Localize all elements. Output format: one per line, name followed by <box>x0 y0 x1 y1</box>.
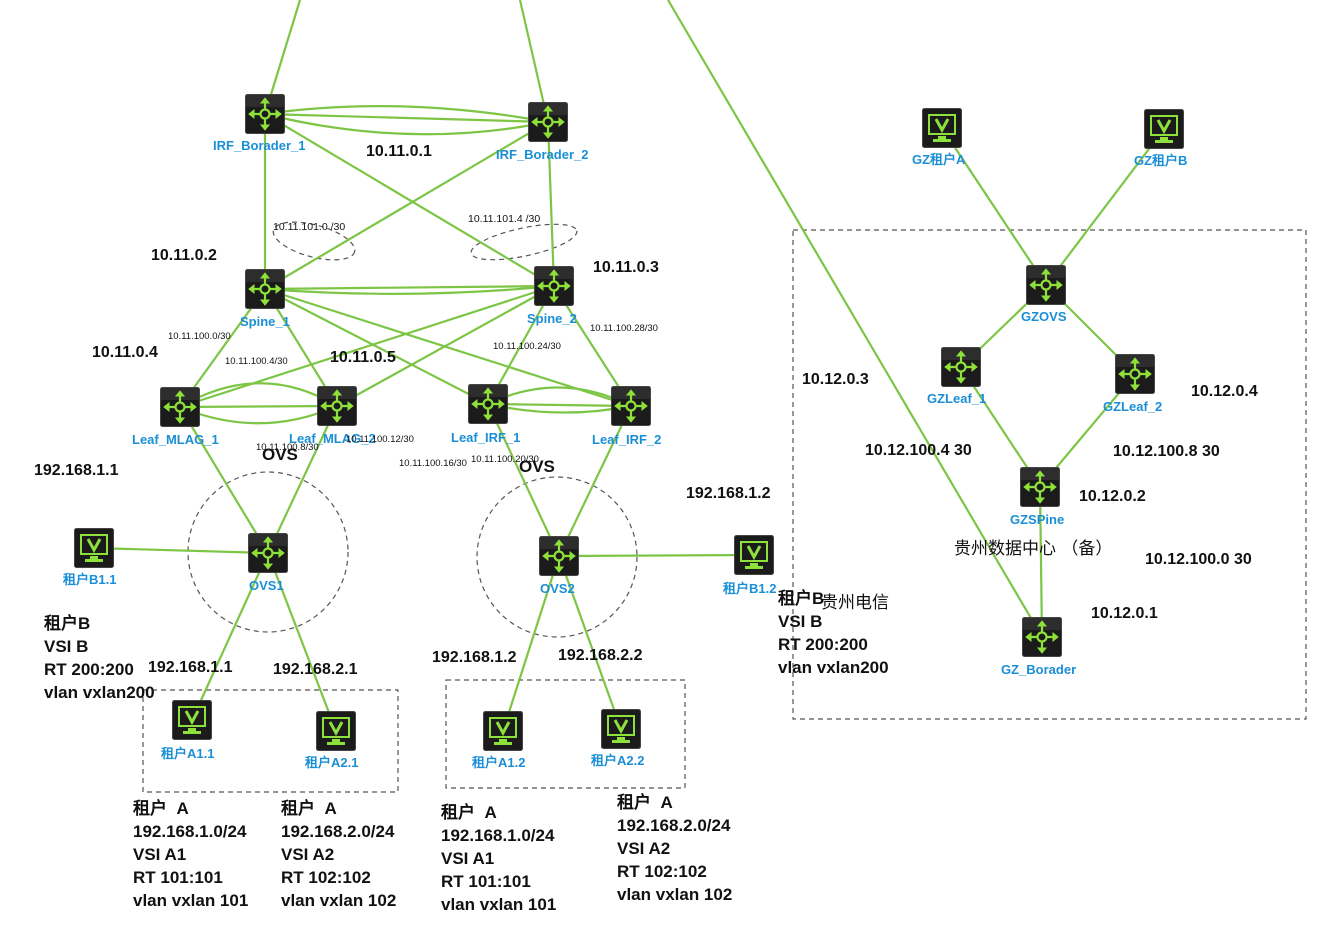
ovs2-circle <box>476 476 638 638</box>
leaf-irf-2-switch-icon <box>611 386 651 426</box>
label-spine-1: Spine_1 <box>240 314 290 329</box>
ovs-label-right: OVS <box>519 457 555 476</box>
addr-ovs1-a11: 192.168.1.1 <box>148 659 233 676</box>
addr-spine-1: 10.11.0.2 <box>151 247 217 264</box>
region-boxes <box>142 221 1307 793</box>
ovs1-circle <box>187 471 349 633</box>
addr-gz-leaf-1: 10.12.0.3 <box>802 371 869 388</box>
tenant-info-a1-right: 租户 A 192.168.1.0/24 VSI A1 RT 101:101 vl… <box>441 803 557 914</box>
tenant-b12-pc-icon <box>734 535 774 575</box>
ovs1-switch-icon <box>248 533 288 573</box>
spine-1-switch-icon <box>245 269 285 309</box>
irf-ring-2 <box>470 223 578 261</box>
tenant-a11-pc-icon <box>172 700 212 740</box>
ovs-label-left: OVS <box>262 445 298 464</box>
label-gzspine: GZSPine <box>1010 512 1065 527</box>
subnet-100-12: 10.11.100.12/30 <box>346 434 414 445</box>
irf-border-1-switch-icon <box>245 94 285 134</box>
label-irf-border-2: IRF_Borader_2 <box>496 147 589 162</box>
label-irf-border-1: IRF_Borader_1 <box>213 138 306 153</box>
tenant-a12-pc-icon <box>483 711 523 751</box>
leaf-mlag-1-switch-icon <box>160 387 200 427</box>
label-gzleaf-1: GZLeaf_1 <box>927 391 987 406</box>
gzleaf-2-switch-icon <box>1115 354 1155 394</box>
label-gz-tenant-b: GZ租户B <box>1134 153 1188 168</box>
gzleaf-1-switch-icon <box>941 347 981 387</box>
subnet-100-24: 10.11.100.24/30 <box>493 341 561 352</box>
gzovs-switch-icon <box>1026 265 1066 305</box>
label-tenant-a11: 租户A1.1 <box>161 746 215 761</box>
subnet-100-28: 10.11.100.28/30 <box>590 323 658 334</box>
addr-irf-border: 10.11.0.1 <box>366 143 432 160</box>
tenant-info-b-left: 租户B VSI B RT 200:200 vlan vxlan200 <box>44 614 155 702</box>
label-gzleaf-2: GZLeaf_2 <box>1103 399 1163 414</box>
tenant-a21-pc-icon <box>316 711 356 751</box>
label-leaf-irf-2: Leaf_IRF_2 <box>592 432 662 447</box>
links <box>93 0 1165 732</box>
irf-ring-1 <box>272 221 356 261</box>
label-tenant-b12: 租户B1.2 <box>723 581 777 596</box>
label-tenant-b11: 租户B1.1 <box>63 572 117 587</box>
subnet-100-16: 10.11.100.16/30 <box>399 458 467 469</box>
addr-ovs1-left: 192.168.1.1 <box>34 462 119 479</box>
tenant-info-a2-right: 租户 A 192.168.2.0/24 VSI A2 RT 102:102 vl… <box>617 793 733 904</box>
gz-tenant-a-pc-icon <box>922 108 962 148</box>
tenant-info-a2-left: 租户 A 192.168.2.0/24 VSI A2 RT 102:102 vl… <box>281 799 397 910</box>
addr-gz-link-3: 10.12.100.0 30 <box>1145 551 1252 568</box>
tenant-info-b-right: 租户B VSI B RT 200:200 vlan vxlan200 <box>778 589 889 677</box>
gz-border-switch-icon <box>1022 617 1062 657</box>
tenant-b11-pc-icon <box>74 528 114 568</box>
label-gz-border: GZ_Borader <box>1001 662 1077 677</box>
label-tenant-a12: 租户A1.2 <box>472 755 526 770</box>
leaf-mlag-2-switch-icon <box>317 386 357 426</box>
gz-tenant-b-pc-icon <box>1144 109 1184 149</box>
region-guizhou-telecom: 贵州电信 <box>821 593 889 613</box>
guizhou-dc-box <box>792 229 1307 720</box>
irf-border-2-switch-icon <box>528 102 568 142</box>
addr-gz-leaf-2: 10.12.0.4 <box>1191 383 1258 400</box>
gzspine-switch-icon <box>1020 467 1060 507</box>
subnet-101-0: 10.11.101.0 /30 <box>273 221 346 233</box>
addr-gz-border: 10.12.0.1 <box>1091 605 1158 622</box>
label-tenant-a22: 租户A2.2 <box>591 753 645 768</box>
subnet-101-4: 10.11.101.4 /30 <box>468 213 541 225</box>
subnet-100-8: 10.11.100.8/30 <box>256 442 319 453</box>
addr-gz-link-1: 10.12.100.4 30 <box>865 442 972 459</box>
tenant-a-right-box <box>445 679 686 789</box>
tenant-a22-pc-icon <box>601 709 641 749</box>
tenant-a-left-box <box>142 689 399 793</box>
addr-leaf-mlag-2: 10.11.0.5 <box>330 349 396 366</box>
subnet-100-20: 10.11.100.20/30 <box>471 454 539 465</box>
leaf-irf-1-switch-icon <box>468 384 508 424</box>
spine-2-switch-icon <box>534 266 574 306</box>
addr-gz-spine: 10.12.0.2 <box>1079 488 1146 505</box>
label-gz-tenant-a: GZ租户A <box>912 152 966 167</box>
addr-ovs2-a12: 192.168.1.2 <box>432 649 517 666</box>
addr-leaf-mlag-1: 10.11.0.4 <box>92 344 158 361</box>
label-spine-2: Spine_2 <box>527 311 577 326</box>
label-ovs1: OVS1 <box>249 578 284 593</box>
label-gzovs: GZOVS <box>1021 309 1067 324</box>
label-leaf-mlag-1: Leaf_MLAG_1 <box>132 432 219 447</box>
region-guizhou-dc: 贵州数据中心 （备） <box>954 539 1113 559</box>
label-tenant-a21: 租户A2.1 <box>305 755 359 770</box>
label-ovs2: OVS2 <box>540 581 575 596</box>
ovs2-switch-icon <box>539 536 579 576</box>
addr-ovs2-right: 192.168.1.2 <box>686 485 771 502</box>
addr-spine-2: 10.11.0.3 <box>593 259 659 276</box>
addr-ovs1-a21: 192.168.2.1 <box>273 661 358 678</box>
subnet-100-0: 10.11.100.0/30 <box>168 331 231 342</box>
label-leaf-mlag-2: Leaf_MLAG_2 <box>289 431 376 446</box>
addr-ovs2-a22: 192.168.2.2 <box>558 647 643 664</box>
tenant-info-a1-left: 租户 A 192.168.1.0/24 VSI A1 RT 101:101 vl… <box>133 799 249 910</box>
label-leaf-irf-1: Leaf_IRF_1 <box>451 430 521 445</box>
addr-gz-link-2: 10.12.100.8 30 <box>1113 443 1220 460</box>
subnet-100-4: 10.11.100.4/30 <box>225 356 288 367</box>
